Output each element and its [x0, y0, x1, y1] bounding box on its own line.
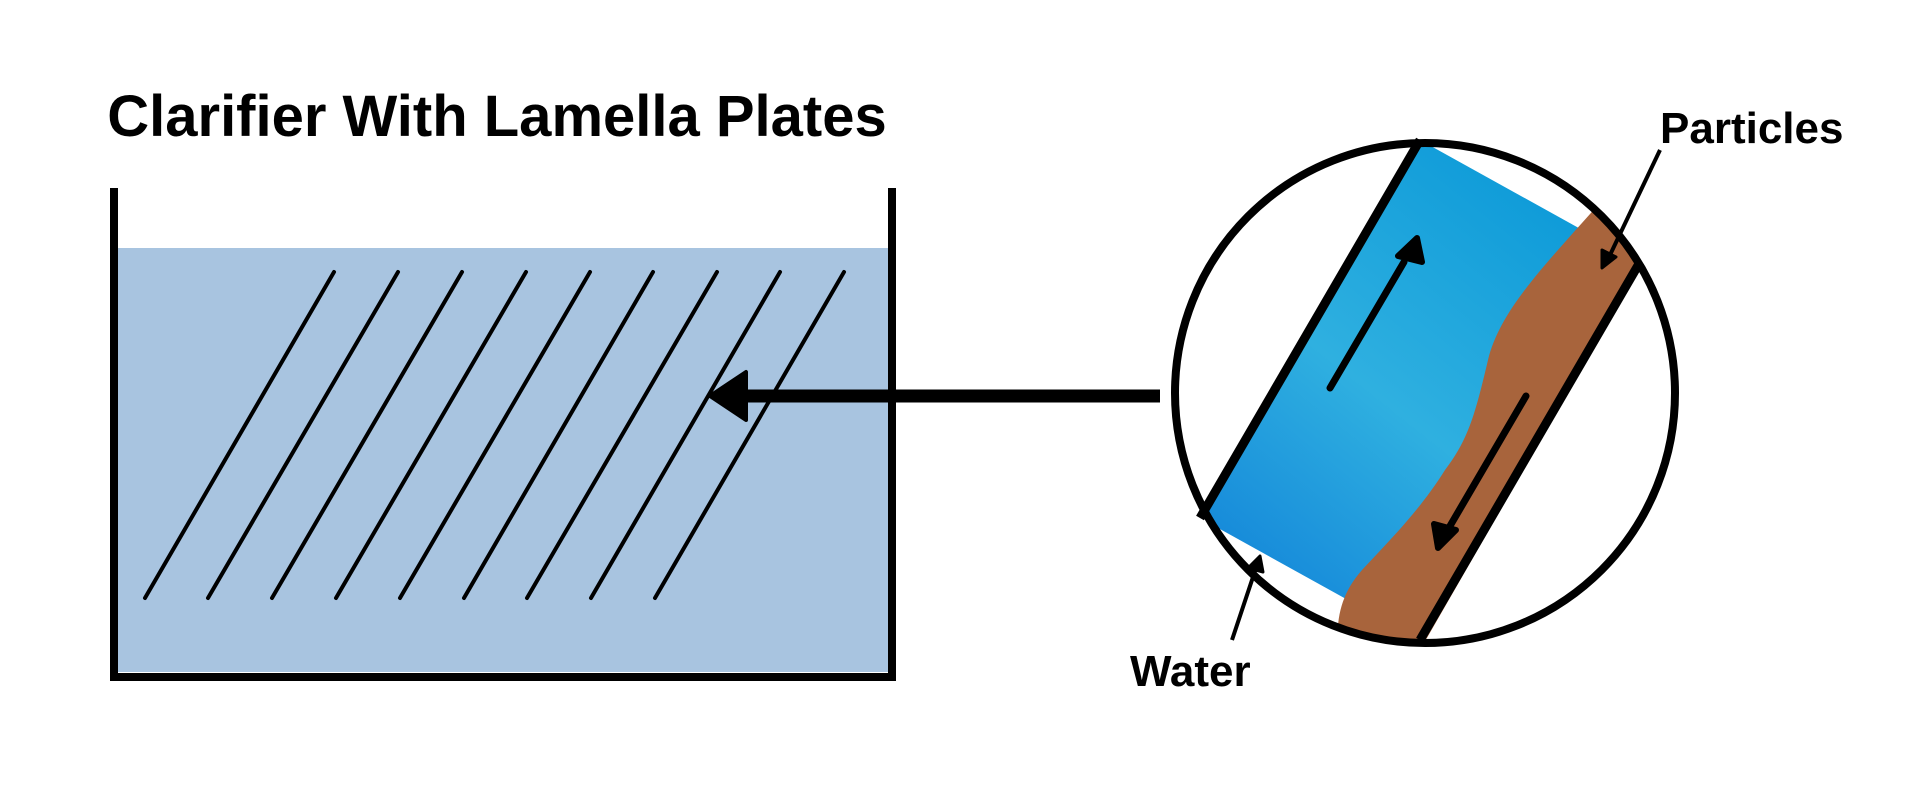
water-flow-arrow	[1326, 235, 1425, 392]
lamella-plate	[462, 270, 655, 600]
lamella-plate	[525, 270, 719, 600]
lamella-plates	[143, 270, 846, 600]
tank-walls	[110, 188, 896, 681]
zoom-connector-arrow	[708, 370, 1160, 422]
plate-wall-lower	[1416, 259, 1644, 643]
particle-flow-arrow	[1431, 392, 1530, 551]
lamella-plate	[653, 270, 846, 600]
lamella-plate	[270, 270, 464, 600]
magnifier-circle	[1171, 139, 1679, 647]
plate-wall-upper	[1196, 137, 1424, 521]
water-channel	[1200, 143, 1640, 640]
particles-callout: Particles	[1600, 104, 1843, 270]
magnified-channel-view	[1171, 137, 1679, 647]
water-label: Water	[1130, 647, 1251, 696]
water-callout: Water	[1130, 554, 1265, 696]
particle-sludge-layer	[1337, 205, 1650, 643]
lamella-plate	[589, 270, 782, 600]
lamella-plate	[143, 270, 336, 600]
lamella-plate	[206, 270, 400, 600]
tank-water	[114, 248, 892, 672]
lamella-plate	[398, 270, 592, 600]
particles-label: Particles	[1660, 104, 1843, 153]
diagram-title: Clarifier With Lamella Plates	[107, 84, 887, 149]
lamella-plate	[334, 270, 528, 600]
